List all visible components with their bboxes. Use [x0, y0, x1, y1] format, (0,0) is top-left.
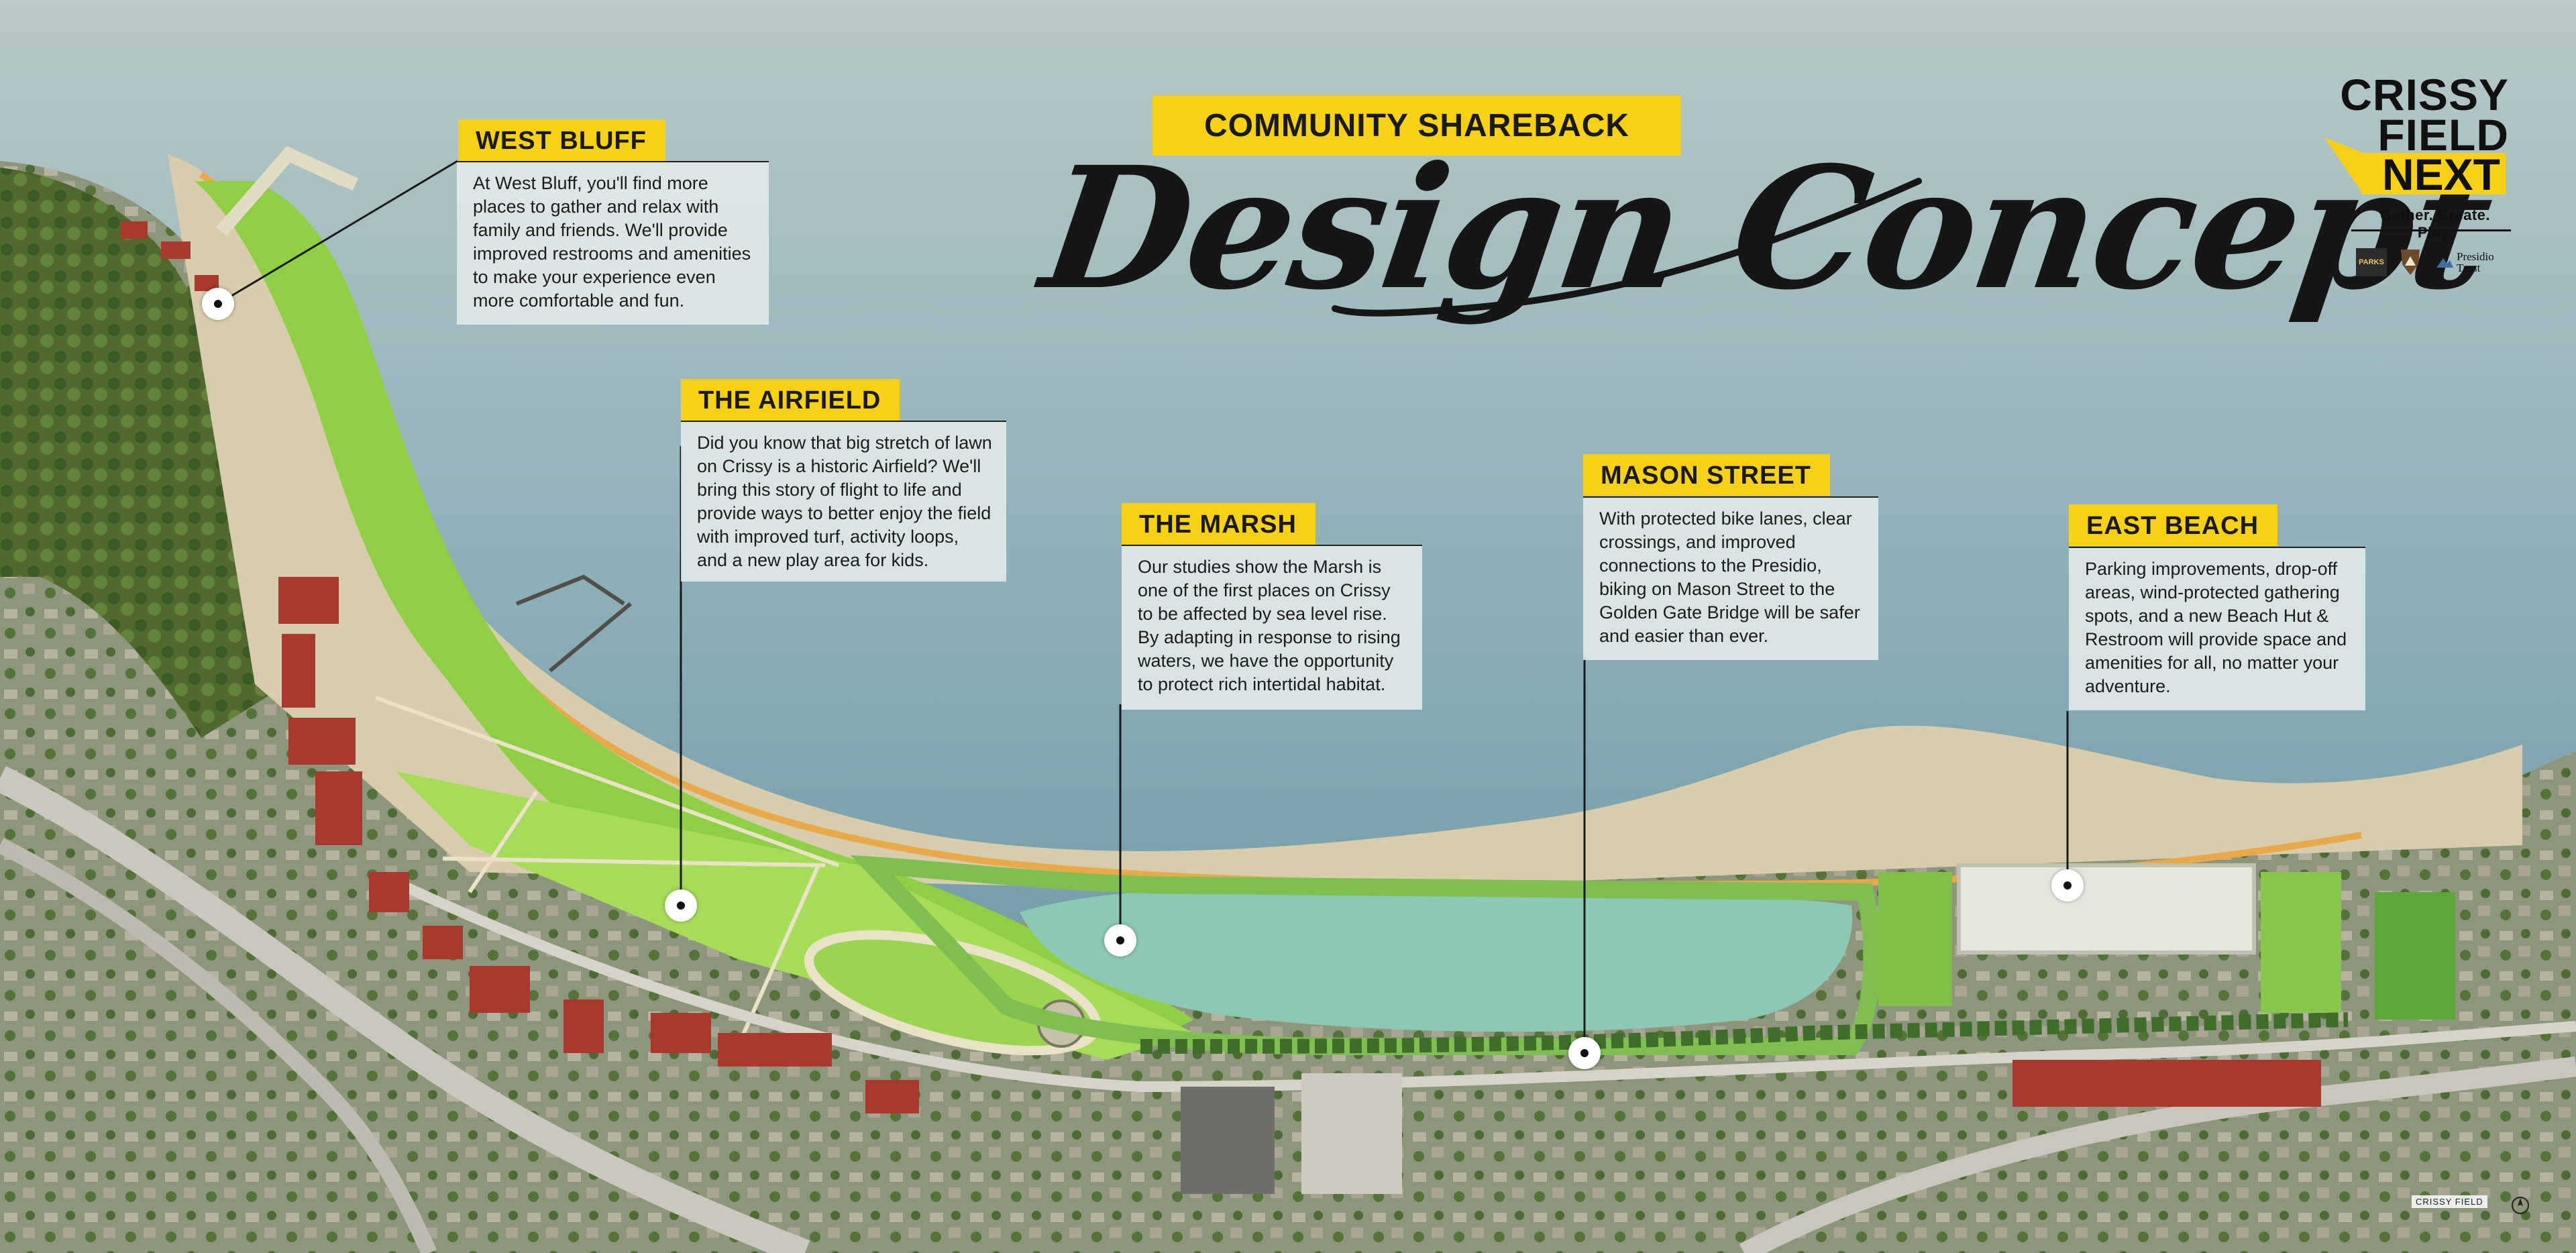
lawn-crosspaths [374, 696, 840, 1048]
east-beach-pin[interactable] [2051, 869, 2084, 902]
mason-street-trees [1140, 1012, 2349, 1054]
west-bluff-title: WEST BLUFF [458, 119, 665, 161]
logo-tagline: Gather. Create. Play. [2379, 207, 2490, 241]
logo-next: NEXT [2361, 152, 2506, 197]
mason-street-description: With protected bike lanes, clear crossin… [1583, 496, 1878, 660]
logo-rule [2351, 229, 2511, 231]
marsh-lawn-edge [850, 855, 1881, 1055]
marsh-pin[interactable] [1104, 924, 1136, 957]
map-scale-label: CRISSY FIELD [2412, 1195, 2487, 1208]
mason-street [400, 880, 2576, 1093]
airfield-pin[interactable] [665, 889, 697, 922]
airfield-description: Did you know that big stretch of lawn on… [681, 421, 1006, 582]
parks-conservancy-logo: PARKS [2356, 248, 2387, 276]
west-bluff-description: At West Bluff, you'll find more places t… [457, 161, 769, 325]
east-beach-plaza [1957, 863, 2256, 955]
wooded-bluff [0, 168, 309, 738]
presidio-trust-label-2: Trust [2457, 262, 2481, 274]
logo-yellow-slash [2324, 138, 2363, 195]
presidio-trust-logo: Presidio Trust [2435, 248, 2509, 276]
east-beach-description: Parking improvements, drop-off areas, wi… [2069, 547, 2365, 710]
east-beach-title: EAST BEACH [2069, 504, 2278, 546]
mason-street-title: MASON STREET [1583, 454, 1830, 496]
logo-crissy: CRISSY [2340, 70, 2509, 119]
grey-buildings [1181, 1073, 1402, 1194]
torpedo-wharf [216, 146, 359, 236]
mason-street-pin[interactable] [1568, 1037, 1601, 1069]
presidio-trust-label-1: Presidio [2457, 250, 2494, 263]
presidio-parkway [0, 838, 437, 1253]
west-bluff-pin[interactable] [202, 288, 234, 320]
north-arrow-icon [2512, 1197, 2529, 1214]
logo-field: FIELD [2377, 110, 2509, 160]
east-beach-lawns [1878, 872, 1952, 1006]
beach-sand [168, 154, 2522, 892]
title-swash-stroke [1332, 178, 1922, 317]
east-beach-lawns-2 [2261, 872, 2341, 1013]
jetty-2 [515, 574, 625, 606]
east-meadow [2375, 892, 2455, 1020]
community-shareback-label: COMMUNITY SHAREBACK [1152, 95, 1681, 156]
nps-arrowhead-icon [2398, 248, 2422, 276]
east-road [1739, 1056, 2576, 1253]
doyle-drive [0, 766, 810, 1253]
presidio-trust-icon [2436, 258, 2453, 268]
marsh-water [1020, 888, 1853, 1032]
historic-buildings [121, 221, 2321, 1113]
airfield-title: THE AIRFIELD [681, 379, 900, 421]
callout-leaders [217, 160, 2069, 1053]
marsh-description: Our studies show the Marsh is one of the… [1122, 545, 1422, 710]
marsh-title: THE MARSH [1122, 503, 1316, 545]
jetty-1 [549, 602, 632, 673]
